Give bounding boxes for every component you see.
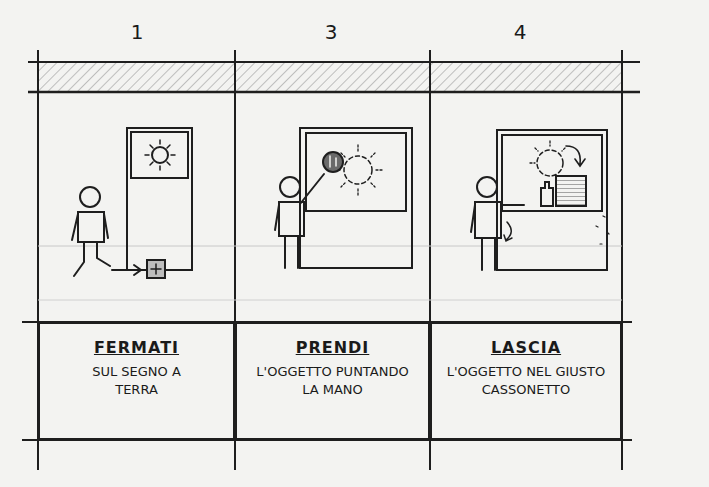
person-legs <box>74 242 110 276</box>
door <box>300 128 412 268</box>
header-band <box>38 62 622 92</box>
caption-heading: PRENDI <box>296 338 370 359</box>
screen <box>131 132 188 178</box>
bottle <box>541 182 553 206</box>
caption-cell: FERMATI SUL SEGNO A TERRA <box>38 322 235 440</box>
pencil-guide <box>38 300 622 301</box>
person-body <box>475 202 501 238</box>
caption-heading: FERMATI <box>94 338 179 359</box>
plus-symbol <box>151 264 161 274</box>
panel-number: 3 <box>325 20 338 44</box>
caption-text: L'OGGETTO PUNTANDO LA MANO <box>250 363 415 399</box>
pencil-guide <box>38 246 622 247</box>
panel-illustration <box>72 128 192 278</box>
screen <box>306 133 406 211</box>
floor-mark <box>147 260 165 278</box>
panel-illustration <box>275 128 412 268</box>
grid-line <box>28 91 640 94</box>
panel-number: 4 <box>514 20 527 44</box>
panel-number: 1 <box>131 20 144 44</box>
sun-rays <box>334 145 382 195</box>
panel-illustration <box>471 130 609 270</box>
sun-symbol <box>152 147 168 163</box>
person-arms <box>471 205 524 232</box>
caption-text: L'OGGETTO NEL GIUSTO CASSONETTO <box>438 363 614 399</box>
person-body <box>78 212 104 242</box>
door <box>127 128 192 270</box>
person-arms <box>275 174 324 230</box>
caption-cell: LASCIA L'OGGETTO NEL GIUSTO CASSONETTO <box>430 322 622 440</box>
scribble <box>596 216 609 244</box>
person-head <box>280 177 300 197</box>
person-head <box>80 187 100 207</box>
person-legs <box>285 236 298 268</box>
sun-symbol <box>537 150 563 176</box>
arrow <box>112 265 141 275</box>
person-arms <box>72 214 108 240</box>
grid-line <box>28 61 640 63</box>
door <box>497 130 607 270</box>
caption-cell: PRENDI L'OGGETTO PUNTANDO LA MANO <box>235 322 430 440</box>
person-body <box>279 202 304 236</box>
caption-text: SUL SEGNO A TERRA <box>81 363 193 399</box>
turn-arrow <box>504 222 512 241</box>
drop-arrow <box>566 146 585 166</box>
person-legs <box>482 238 495 270</box>
sun-rays <box>530 141 565 163</box>
bin <box>556 176 586 206</box>
person-head <box>477 177 497 197</box>
object-icon <box>323 152 343 172</box>
caption-heading: LASCIA <box>491 338 561 359</box>
table-grid <box>22 50 640 470</box>
sun-symbol <box>344 156 372 184</box>
screen <box>502 135 602 211</box>
sun-rays <box>145 140 175 170</box>
object-icon <box>330 156 336 167</box>
